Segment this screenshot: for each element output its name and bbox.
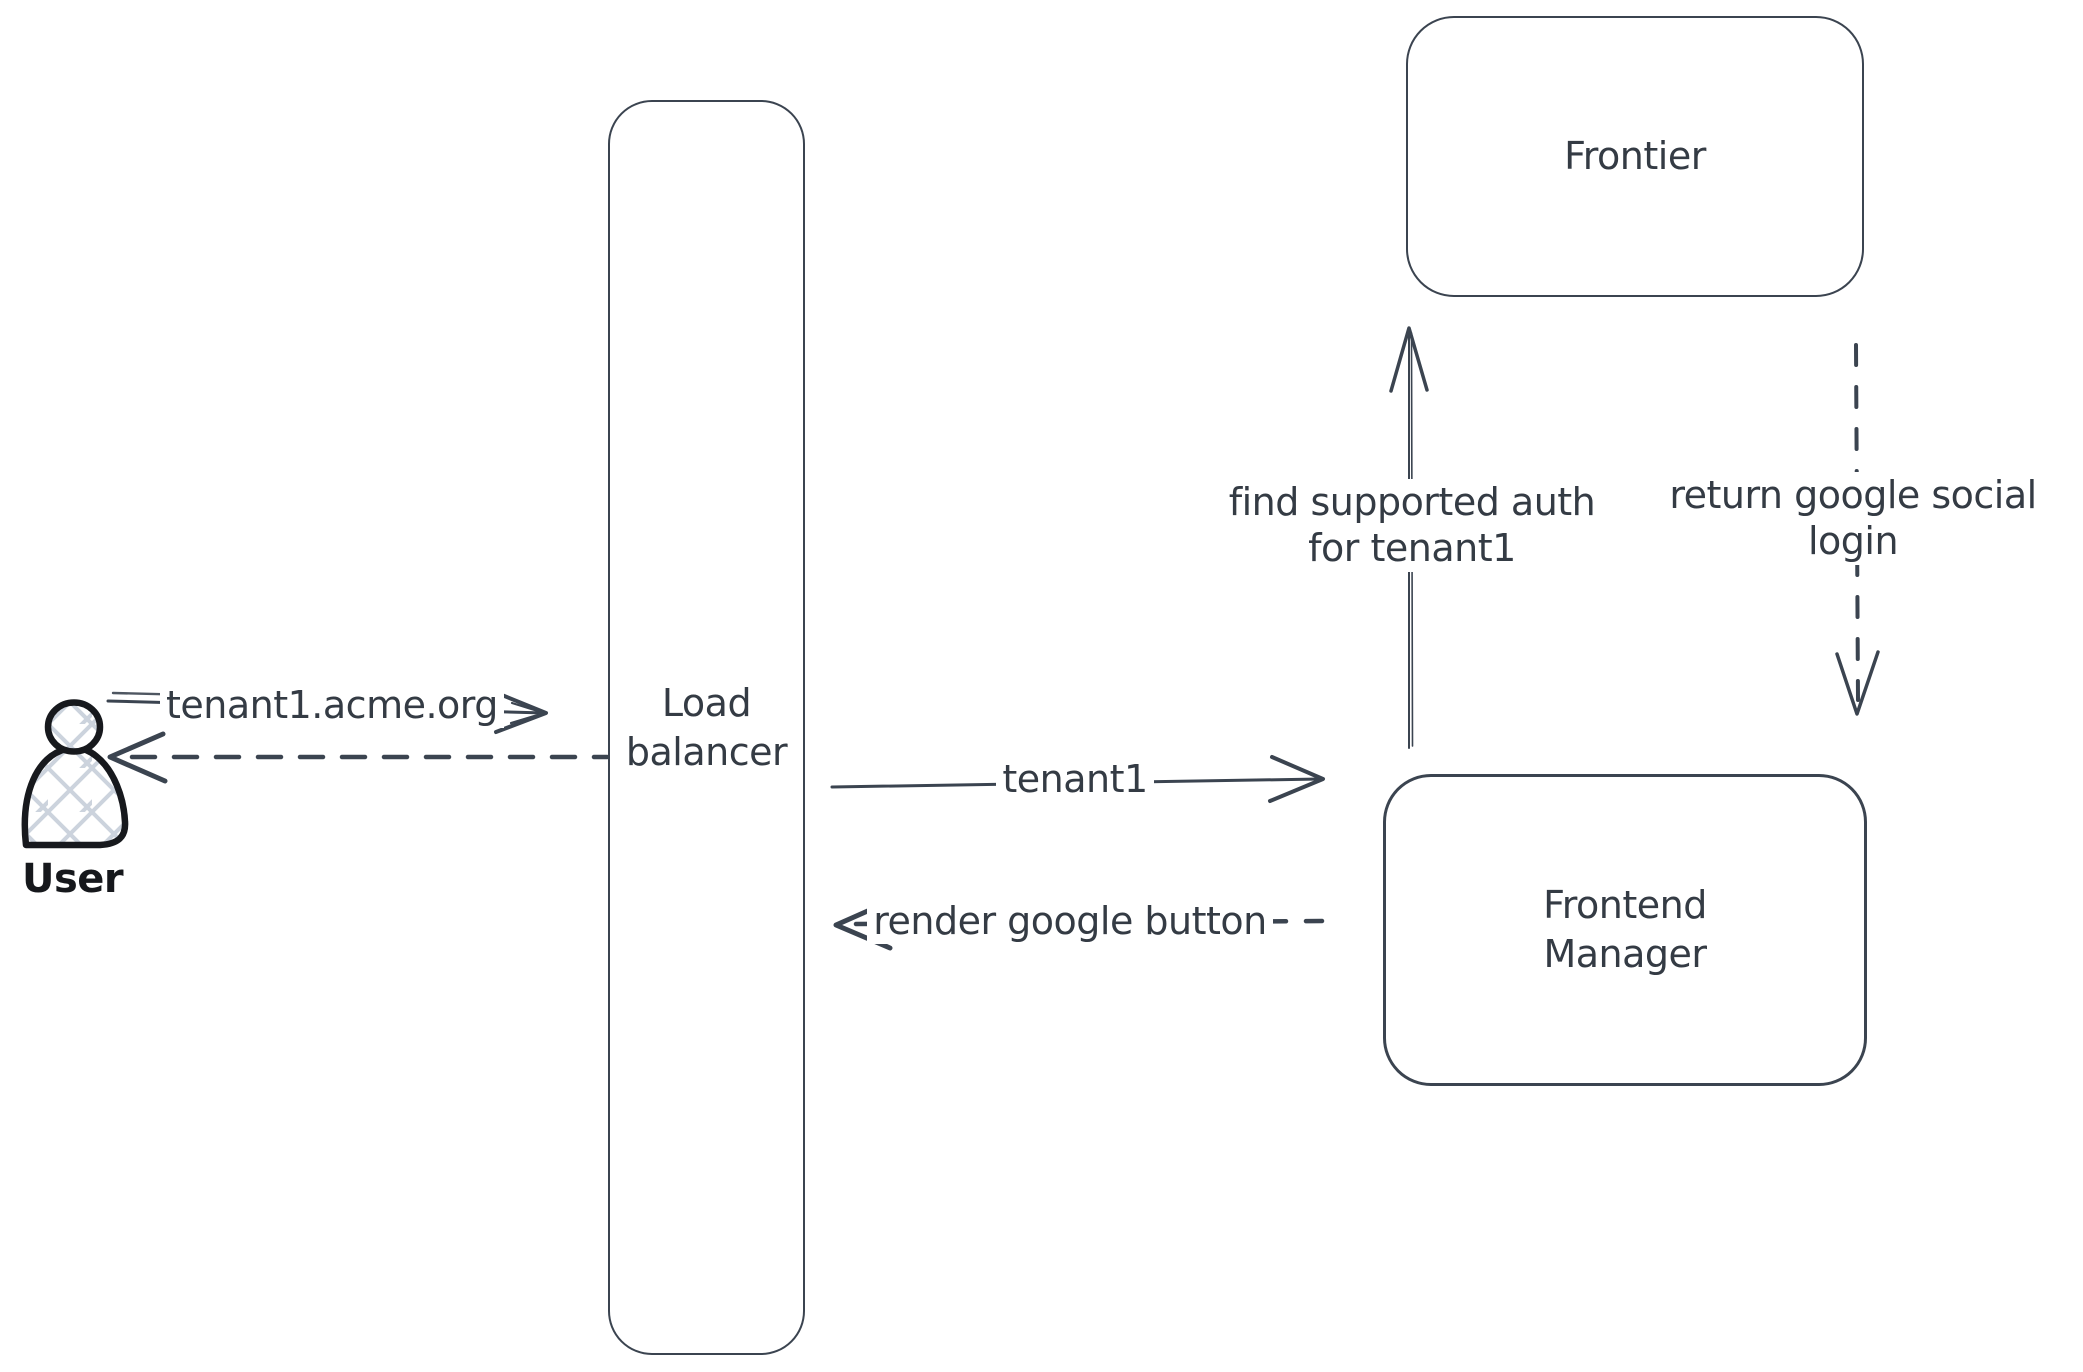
edge-label-return-google-social-login: return google social login — [1628, 472, 2078, 565]
node-frontend-manager: Frontend Manager — [1383, 774, 1867, 1086]
edge-label-user-request: tenant1.acme.org — [160, 682, 504, 729]
user-label: User — [22, 856, 124, 902]
node-load-balancer: Load balancer — [608, 100, 805, 1355]
node-frontier: Frontier — [1406, 16, 1864, 297]
edge-label-render-google-button: render google button — [865, 898, 1275, 945]
frontend-manager-label: Frontend Manager — [1543, 883, 1707, 976]
edge-label-tenant-route: tenant1 — [995, 756, 1155, 803]
frontier-label: Frontier — [1564, 134, 1706, 179]
user-body — [21, 744, 129, 849]
load-balancer-label: Load balancer — [625, 680, 788, 774]
user-head — [44, 699, 104, 755]
user-actor-icon — [21, 699, 129, 849]
edge-label-find-supported-auth: find supported auth for tenant1 — [1197, 479, 1627, 572]
arrow-response-to-user — [107, 731, 610, 784]
